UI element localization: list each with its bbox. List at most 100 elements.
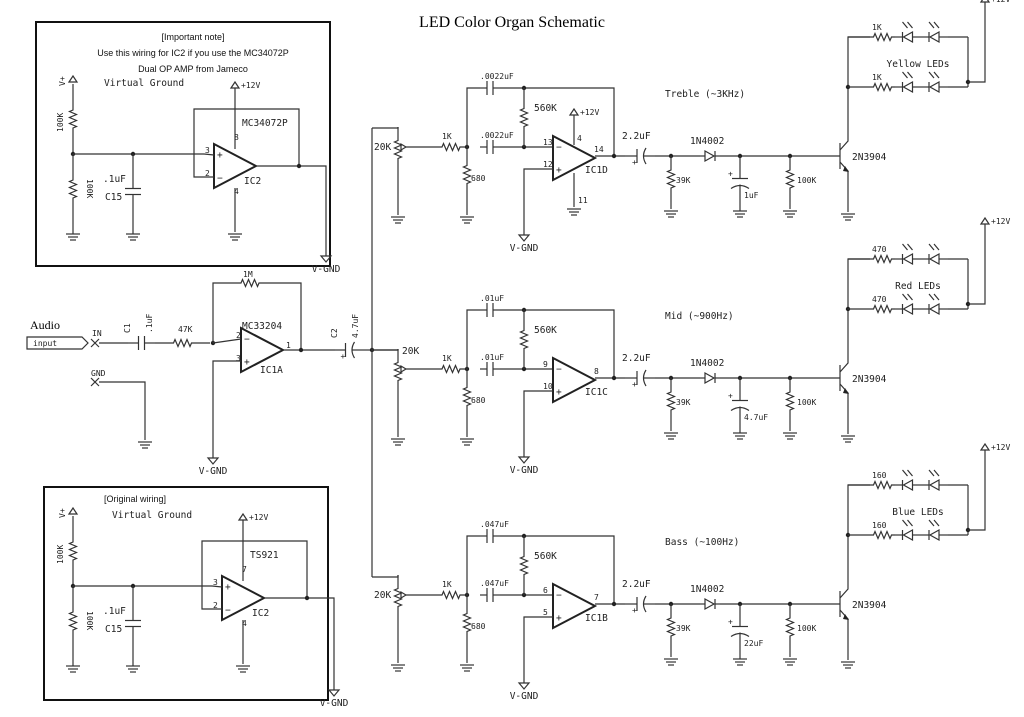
- wire: [466, 309, 480, 369]
- supply-arrow-icon: [229, 80, 241, 89]
- c2-name: C2: [330, 328, 339, 338]
- opamp-input-sign: −: [556, 364, 562, 375]
- cap-top-label: .01uF: [480, 294, 504, 303]
- transistor-icon: [839, 87, 849, 212]
- pin-label: 3: [205, 146, 210, 155]
- resistor-symbol: [436, 363, 466, 375]
- c-filter-label: 4.7uF: [744, 413, 768, 422]
- ground-icon: [126, 233, 140, 241]
- opamp-triangle: [552, 582, 598, 630]
- resistor-symbol: [870, 303, 895, 315]
- pin-label: 9: [543, 360, 548, 369]
- led-icon: [895, 469, 920, 492]
- diode-triangle: [704, 149, 716, 163]
- ground-icon: [733, 210, 747, 218]
- in-label: IN: [92, 329, 102, 338]
- note-line: Dual OP AMP from Jameco: [138, 64, 248, 74]
- polarity-mark: +: [728, 170, 733, 179]
- resistor-symbol: [665, 604, 677, 650]
- resistor-symbol: [235, 277, 265, 289]
- diode-triangle: [902, 30, 914, 44]
- resistor-symbol: [784, 156, 796, 202]
- r-load-label: 39K: [676, 398, 691, 407]
- ground-icon: [783, 210, 797, 218]
- led-light-rays: [928, 243, 940, 251]
- opamp-input-sign: +: [556, 387, 562, 398]
- wire: [203, 153, 215, 156]
- polarity-mark: +: [632, 380, 637, 389]
- led-group-label: Red LEDs: [895, 281, 941, 292]
- pin-label: 1: [286, 341, 291, 350]
- c-filter-label: 1uF: [744, 191, 759, 200]
- pin-label: 13: [543, 138, 553, 147]
- virtual-ground-box-mc34072p: [Important note]Use this wiring for IC2 …: [35, 21, 341, 275]
- resistor-symbol: [67, 516, 79, 586]
- box-heading: Virtual Ground: [112, 510, 192, 521]
- wire: [968, 224, 986, 305]
- diode-label: 1N4002: [690, 358, 724, 369]
- vgnd-icon: [319, 255, 333, 263]
- band-label: Mid (~900Hz): [665, 311, 734, 322]
- opamp-input-sign: −: [225, 605, 231, 616]
- supply-arrow-icon: [67, 506, 79, 515]
- ic-name: IC1C: [585, 387, 608, 398]
- led-icon: [895, 243, 920, 266]
- r-top-label: 100K: [56, 113, 65, 132]
- opamp-input-sign: +: [217, 150, 223, 161]
- band-label: Bass (~100Hz): [665, 537, 739, 548]
- cap-mid-label: .047uF: [480, 579, 509, 588]
- capacitor-plate: [642, 369, 647, 387]
- pin-label: 3: [236, 354, 241, 363]
- ground-icon: [460, 216, 474, 224]
- emitter-arrow: [843, 166, 849, 172]
- pin-label: 7: [242, 565, 247, 574]
- resistor-symbol: [436, 141, 466, 153]
- resistor-symbol: [870, 31, 895, 43]
- wire: [847, 258, 870, 309]
- c1-value: .1uF: [145, 314, 154, 333]
- ground-icon: [841, 661, 855, 669]
- ground-icon: [391, 438, 405, 446]
- vgnd-icon: [327, 689, 341, 697]
- wire: [99, 381, 146, 440]
- r-shunt-label: 680: [471, 174, 486, 183]
- opamp-input-sign: +: [225, 582, 231, 593]
- led-light-rays: [902, 469, 913, 477]
- vgnd-symbol: V-GND: [199, 457, 228, 477]
- led-icon: [920, 243, 948, 266]
- resistor-symbol: [518, 536, 530, 595]
- wire: [500, 87, 615, 156]
- ground-icon: [460, 438, 474, 446]
- opamp-triangle: [221, 574, 267, 622]
- r-top-label: 100K: [56, 545, 65, 564]
- wire: [212, 282, 235, 343]
- vgnd-label: V-GND: [199, 466, 228, 477]
- cap-value: .1uF: [103, 174, 126, 185]
- pot-label: 20K: [374, 590, 391, 601]
- led-icon: [920, 21, 948, 44]
- vgnd-symbol: V-GND: [320, 689, 349, 709]
- r-in-label: 47K: [178, 325, 193, 334]
- led-light-rays: [928, 71, 940, 79]
- pot-wiper-icon: [400, 364, 408, 374]
- cap-value: .1uF: [103, 606, 126, 617]
- pin-label: 12: [543, 160, 553, 169]
- vgnd-icon: [517, 234, 531, 242]
- supply-label: +12V: [991, 217, 1010, 226]
- wire: [839, 309, 849, 373]
- diode-triangle: [928, 30, 940, 44]
- pin-label: 11: [578, 196, 588, 205]
- r-series-label: 1K: [442, 354, 452, 363]
- supply-symbol: +12V: [979, 442, 1010, 452]
- led-icon: [920, 293, 948, 316]
- ground-icon: [783, 432, 797, 440]
- wire: [847, 484, 870, 535]
- capacitor-plate: [642, 595, 647, 613]
- opamp-symbol: −+: [552, 134, 598, 182]
- vgnd-label: V-GND: [510, 691, 539, 702]
- resistor-symbol: [784, 604, 796, 650]
- led-light-rays: [902, 293, 913, 301]
- opamp-triangle: [552, 356, 598, 404]
- supply-arrow-icon: [568, 107, 580, 116]
